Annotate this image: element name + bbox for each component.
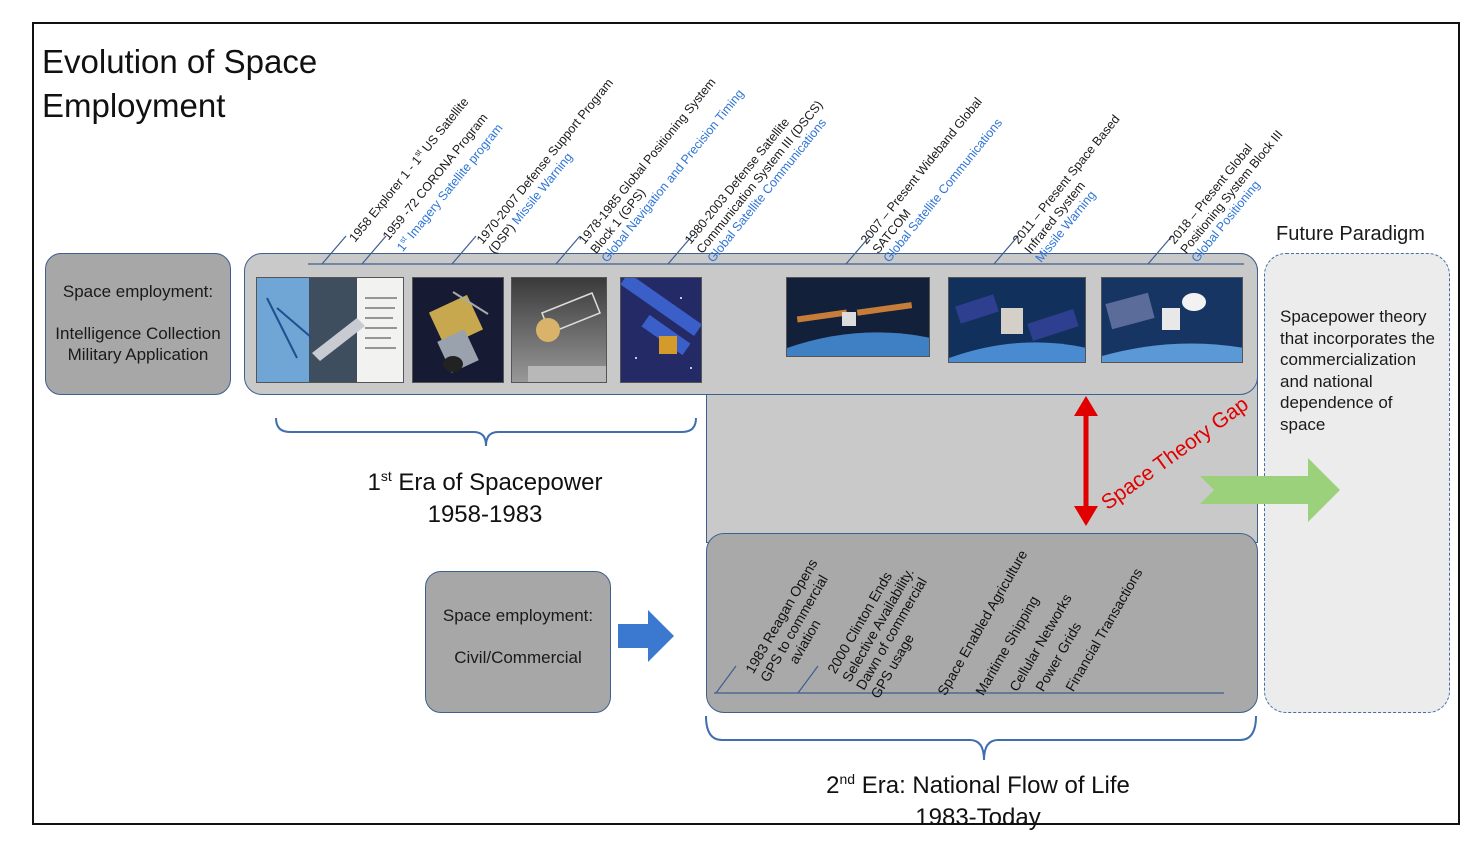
tick-2007 xyxy=(845,235,871,265)
tick-2000 xyxy=(797,665,819,694)
second-era-label: 2nd Era: National Flow of Life 1983-Toda… xyxy=(800,763,1156,834)
military-box-line-1: Intelligence Collection xyxy=(55,324,221,343)
corona-picture xyxy=(413,278,503,382)
second-era-panel xyxy=(706,533,1258,713)
civil-arrow xyxy=(618,610,674,662)
dsp-image xyxy=(511,277,607,383)
gps-iii-image xyxy=(1101,277,1243,363)
first-era-brace xyxy=(275,417,697,447)
gps-iii-picture xyxy=(1102,278,1242,362)
tick-1959 xyxy=(361,235,387,265)
gps-block-1-picture xyxy=(621,278,701,382)
page-title: Evolution of Space Employment xyxy=(42,40,317,128)
future-paradigm-text: Spacepower theory that incorporates the … xyxy=(1280,307,1435,434)
tick-1980 xyxy=(667,235,693,265)
wgs-image xyxy=(786,277,930,357)
future-paradigm-title: Future Paradigm xyxy=(1276,223,1425,245)
top-timeline-ticks xyxy=(321,235,1173,265)
title-line-1: Evolution of Space xyxy=(42,43,318,80)
tick-1970 xyxy=(451,235,477,265)
gps-block-1-image xyxy=(620,277,702,383)
first-era-label: 1st Era of Spacepower 1958-1983 xyxy=(350,460,620,531)
future-arrow xyxy=(1200,458,1340,522)
civil-box-line-1: Civil/Commercial xyxy=(454,648,582,667)
tick-1983 xyxy=(715,665,737,694)
second-era-years: 1983-Today xyxy=(915,804,1041,831)
tick-2018 xyxy=(1147,235,1173,265)
corona-image xyxy=(412,277,504,383)
wgs-picture xyxy=(787,278,929,356)
dsp-picture xyxy=(512,278,606,382)
sbirs-image xyxy=(948,277,1086,363)
military-box-line-2: Military Application xyxy=(67,345,209,364)
diagram-frame xyxy=(32,22,1460,825)
first-era-years: 1958-1983 xyxy=(427,501,543,528)
explorer-1-picture xyxy=(257,278,403,382)
tick-1978 xyxy=(555,235,581,265)
space-employment-civil-box: Space employment: Civil/Commercial xyxy=(425,571,611,713)
space-employment-military-box: Space employment: Intelligence Collectio… xyxy=(45,253,231,395)
tick-1958 xyxy=(321,235,347,265)
second-era-brace xyxy=(705,715,1257,761)
military-box-heading: Space employment: xyxy=(62,282,214,301)
space-theory-gap-arrow xyxy=(1074,396,1098,526)
sbirs-picture xyxy=(949,278,1085,362)
title-line-2: Employment xyxy=(42,87,226,124)
civil-box-heading: Space employment: xyxy=(442,606,594,625)
explorer-1-image xyxy=(256,277,404,383)
tick-2011 xyxy=(993,235,1019,265)
